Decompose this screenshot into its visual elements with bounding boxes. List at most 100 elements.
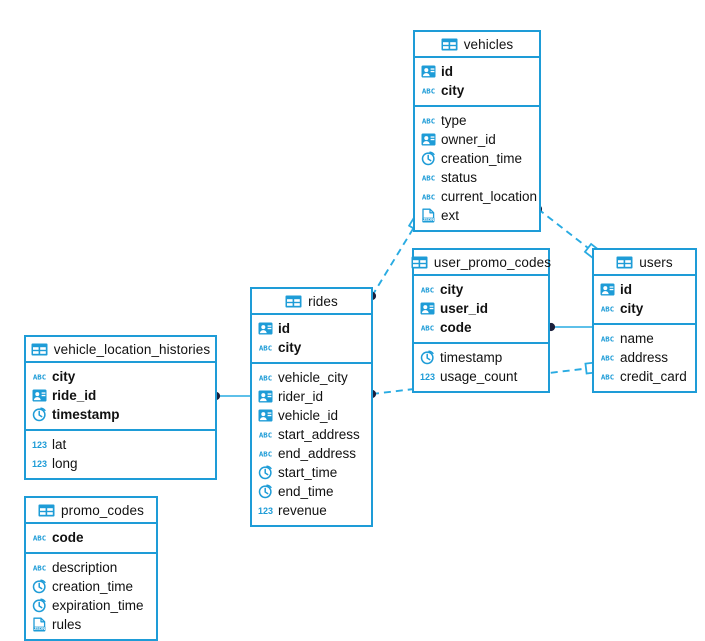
svg-text:ABC: ABC [259, 430, 272, 439]
column-name: code [52, 530, 84, 545]
relationship-vehicle_location_histories-rides[interactable] [211, 391, 250, 401]
svg-text:123: 123 [32, 440, 47, 450]
id-card-icon [421, 64, 436, 79]
abc-icon: ABC [600, 369, 615, 384]
table-header[interactable]: promo_codes [26, 498, 156, 524]
column-row[interactable]: owner_id [415, 130, 539, 149]
column-row[interactable]: expiration_time [26, 596, 156, 615]
table-header[interactable]: vehicles [415, 32, 539, 58]
column-row[interactable]: id [415, 62, 539, 81]
clock-icon [32, 598, 47, 613]
table-header[interactable]: users [594, 250, 695, 276]
column-name: credit_card [620, 369, 687, 384]
abc-icon: ABC [258, 370, 273, 385]
svg-text:ABC: ABC [601, 372, 614, 381]
table-icon [38, 504, 55, 517]
column-row[interactable]: timestamp [414, 348, 548, 367]
column-name: timestamp [52, 407, 120, 422]
column-name: long [52, 456, 78, 471]
column-name: usage_count [440, 369, 518, 384]
svg-text:ABC: ABC [601, 334, 614, 343]
column-row[interactable]: id [594, 280, 695, 299]
column-name: rider_id [278, 389, 324, 404]
column-row[interactable]: 123 usage_count [414, 367, 548, 386]
123-icon: 123 [258, 503, 273, 518]
column-row[interactable]: vehicle_id [252, 406, 371, 425]
table-header[interactable]: rides [252, 289, 371, 315]
column-name: end_address [278, 446, 357, 461]
column-row[interactable]: creation_time [415, 149, 539, 168]
table-icon [285, 295, 302, 308]
table-name: users [639, 254, 673, 270]
column-row[interactable]: ABC credit_card [594, 367, 695, 386]
id-card-icon [258, 321, 273, 336]
column-row[interactable]: user_id [414, 299, 548, 318]
table-header[interactable]: user_promo_codes [411, 250, 551, 276]
column-group: timestamp 123 usage_count [414, 342, 548, 391]
id-card-icon [420, 301, 435, 316]
column-name: revenue [278, 503, 327, 518]
123-icon: 123 [32, 437, 47, 452]
column-row[interactable]: ABC current_location [415, 187, 539, 206]
column-row[interactable]: 123 revenue [252, 501, 371, 520]
abc-icon: ABC [32, 560, 47, 575]
column-row[interactable]: start_time [252, 463, 371, 482]
column-name: creation_time [441, 151, 523, 166]
column-name: user_id [440, 301, 489, 316]
column-name: lat [52, 437, 67, 452]
abc-icon: ABC [32, 369, 47, 384]
svg-text:ABC: ABC [33, 372, 46, 381]
column-row[interactable]: 123 lat [26, 435, 215, 454]
svg-text:ABC: ABC [33, 533, 46, 542]
table-icon [616, 256, 633, 269]
column-row[interactable]: rider_id [252, 387, 371, 406]
column-name: status [441, 170, 478, 185]
table-icon [411, 256, 428, 269]
column-name: creation_time [52, 579, 134, 594]
123-icon: 123 [420, 369, 435, 384]
column-row[interactable]: end_time [252, 482, 371, 501]
column-row[interactable]: creation_time [26, 577, 156, 596]
abc-icon: ABC [421, 189, 436, 204]
column-row[interactable]: timestamp [26, 405, 215, 424]
table-header[interactable]: vehicle_location_histories [26, 337, 215, 363]
column-row[interactable]: ride_id [26, 386, 215, 405]
svg-text:ABC: ABC [422, 192, 435, 201]
relationship-user_promo_codes-users[interactable] [546, 322, 592, 332]
column-row[interactable]: id [252, 319, 371, 338]
table-name: vehicle_location_histories [53, 341, 211, 357]
column-name: owner_id [441, 132, 496, 147]
column-name: city [278, 340, 302, 355]
column-row[interactable]: ABC code [26, 528, 156, 547]
column-name: current_location [441, 189, 538, 204]
